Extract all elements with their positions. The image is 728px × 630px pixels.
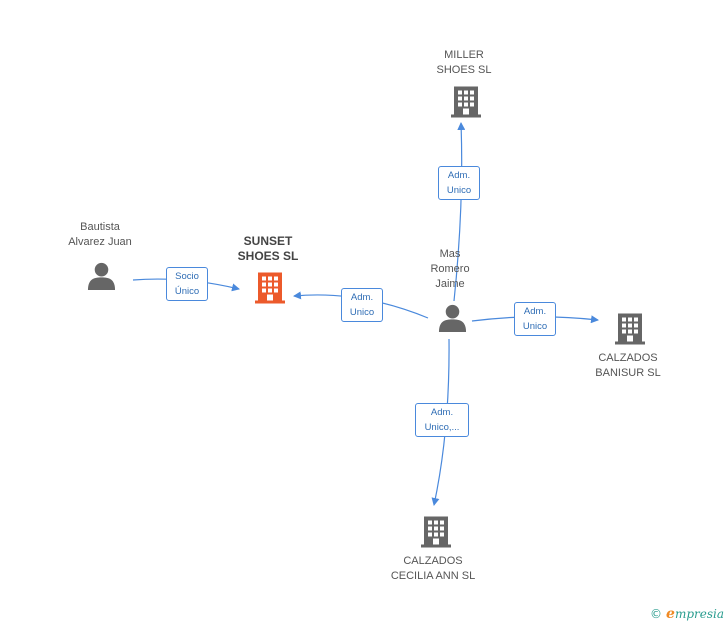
- cecilia-building-icon[interactable]: [421, 516, 451, 548]
- sunset-building-icon[interactable]: [255, 272, 285, 304]
- empresia-logo-initial: e: [666, 606, 675, 622]
- edge-label-bautista-sunset[interactable]: Socio Único: [166, 267, 208, 301]
- node-label-bautista[interactable]: Bautista Alvarez Juan: [68, 221, 132, 248]
- copyright-symbol: ©: [650, 607, 663, 621]
- node-label-mas[interactable]: Mas Romero Jaime: [430, 248, 470, 290]
- edge-label-mas-miller[interactable]: Adm. Unico: [438, 166, 480, 200]
- empresia-logo-text: mpresia: [674, 607, 724, 621]
- bautista-person-icon[interactable]: [87, 262, 116, 290]
- banisur-building-icon[interactable]: [615, 313, 645, 345]
- node-label-banisur[interactable]: CALZADOS BANISUR SL: [595, 352, 661, 379]
- node-label-cecilia[interactable]: CALZADOS CECILIA ANN SL: [390, 555, 476, 582]
- empresia-watermark[interactable]: ©empresia: [650, 606, 724, 622]
- edge-mas-miller: [453, 122, 466, 302]
- edge-label-mas-cecilia[interactable]: Adm. Unico,...: [415, 403, 469, 437]
- node-label-sunset[interactable]: SUNSET SHOES SL: [237, 234, 299, 263]
- mas-person-icon[interactable]: [438, 304, 467, 332]
- node-label-miller[interactable]: MILLER SHOES SL: [436, 49, 492, 76]
- edge-label-mas-sunset[interactable]: Adm. Unico: [341, 288, 383, 322]
- edge-label-mas-banisur[interactable]: Adm. Unico: [514, 302, 556, 336]
- miller-building-icon[interactable]: [451, 86, 481, 118]
